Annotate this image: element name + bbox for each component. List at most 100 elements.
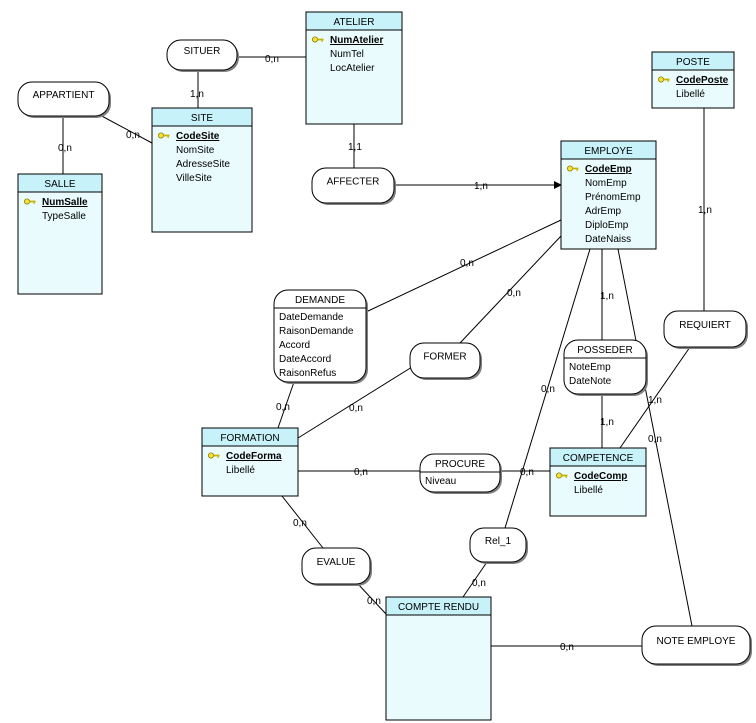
- entity-attribute: NumTel: [330, 49, 364, 60]
- key-icon: [556, 472, 568, 479]
- relation-body: [301, 547, 371, 585]
- cardinalities-layer: 0,n1,n0,n0,n1,11,n0,n0,n0,n0,n1,n1,n1,n1…: [58, 54, 712, 653]
- cardinality-former-employe: 0,n: [507, 288, 521, 299]
- entity-title: SITE: [191, 113, 214, 124]
- entity-identifier: CodeForma: [226, 451, 282, 462]
- entity-attribute: DiploEmp: [585, 220, 629, 231]
- cardinality-note-competence: 0,n: [648, 434, 662, 445]
- entity-salle-body: [17, 173, 103, 295]
- relation-title: PROCURE: [435, 459, 485, 470]
- relation-attribute: RaisonDemande: [279, 326, 354, 337]
- entity-attribute: Libellé: [676, 89, 705, 100]
- entity-site-body: [151, 107, 253, 233]
- relation-attribute: RaisonRefus: [279, 368, 336, 379]
- cardinality-appartient-site: 0,n: [126, 130, 140, 141]
- relation-former[interactable]: FORMER: [409, 342, 482, 380]
- entity-attribute: NomSite: [176, 145, 215, 156]
- relation-body: [663, 310, 747, 348]
- relation-rel_1[interactable]: Rel_1: [469, 527, 528, 564]
- cardinality-posseder-competence: 1,n: [600, 417, 614, 428]
- link-appartient-site: [97, 113, 153, 144]
- entity-title: EMPLOYE: [584, 146, 633, 157]
- relation-title: EVALUE: [317, 557, 356, 568]
- relation-body: [17, 81, 110, 117]
- entity-identifier: CodePoste: [676, 75, 729, 86]
- entity-compte_rendu[interactable]: COMPTE RENDU: [385, 596, 492, 721]
- cardinality-affecter-atelier: 1,1: [348, 142, 362, 153]
- entity-attribute: DateNaiss: [585, 234, 631, 245]
- relation-attribute: DateNote: [569, 376, 612, 387]
- relation-title: FORMER: [423, 352, 466, 363]
- link-former-formation: [297, 366, 413, 439]
- cardinality-note-compte: 0,n: [560, 642, 574, 653]
- key-icon: [23, 198, 36, 205]
- relation-title: DEMANDE: [295, 295, 345, 306]
- entity-poste-header: [651, 51, 735, 71]
- entity-attribute: Libellé: [226, 465, 255, 476]
- relation-evalue[interactable]: EVALUE: [301, 547, 372, 586]
- entity-title: COMPETENCE: [563, 453, 634, 464]
- cardinality-situer-site: 1,n: [190, 89, 204, 100]
- relation-title: Rel_1: [485, 536, 512, 547]
- relation-body: [166, 39, 238, 71]
- key-icon: [658, 76, 670, 83]
- cardinality-procure-competence: 0,n: [520, 467, 534, 478]
- cardinality-rel1-employe: 0,n: [541, 384, 555, 395]
- cardinality-affecter-employe: 1,n: [474, 181, 488, 192]
- relation-attribute: DateAccord: [279, 354, 331, 365]
- entity-identifier: CodeComp: [574, 471, 627, 482]
- key-icon: [207, 452, 220, 459]
- cardinality-procure-formation: 0,n: [354, 467, 368, 478]
- link-evalue-compte: [357, 583, 387, 615]
- relation-demande[interactable]: DEMANDEDateDemandeRaisonDemandeAccordDat…: [273, 289, 368, 384]
- entity-attribute: NomEmp: [585, 178, 627, 189]
- link-former-employe: [459, 235, 562, 344]
- relation-title: AFFECTER: [327, 177, 380, 188]
- entity-compte_rendu-body: [385, 596, 492, 721]
- relation-affecter[interactable]: AFFECTER: [311, 167, 396, 205]
- entity-attribute: TypeSalle: [42, 211, 86, 222]
- entity-title: POSTE: [676, 57, 710, 68]
- cardinality-demande-employe: 0,n: [460, 258, 474, 269]
- entity-compte_rendu-header: [385, 596, 492, 616]
- cardinality-situer-atelier: 0,n: [265, 54, 279, 65]
- entity-attribute: Libellé: [574, 485, 603, 496]
- entity-attribute: AdresseSite: [176, 159, 230, 170]
- entity-title: COMPTE RENDU: [398, 602, 479, 613]
- key-icon: [311, 36, 324, 43]
- nodes-layer: ATELIERNumAtelierNumTelLocAtelierSITECod…: [17, 11, 752, 721]
- relation-body: [409, 342, 481, 379]
- relation-situer[interactable]: SITUER: [166, 39, 239, 72]
- link-note-competence: [617, 248, 693, 627]
- relation-appartient[interactable]: APPARTIENT: [17, 81, 111, 118]
- relation-body: [641, 625, 751, 665]
- entity-atelier-header: [305, 11, 403, 31]
- cardinality-evalue-compte: 0,n: [367, 596, 381, 607]
- cardinality-evalue-formation: 0,n: [293, 518, 307, 529]
- entity-identifier: CodeSite: [176, 131, 220, 142]
- entity-attribute: PrénomEmp: [585, 192, 641, 203]
- link-rel1-compte: [462, 561, 488, 598]
- relation-title: NOTE EMPLOYE: [657, 636, 736, 647]
- entity-identifier: NumAtelier: [330, 35, 383, 46]
- entity-attribute: AdrEmp: [585, 206, 622, 217]
- relation-title: APPARTIENT: [33, 90, 95, 101]
- relation-attribute: DateDemande: [279, 312, 344, 323]
- relation-requiert[interactable]: REQUIERT: [663, 310, 748, 349]
- entity-attribute: VilleSite: [176, 173, 212, 184]
- entity-identifier: CodeEmp: [585, 164, 632, 175]
- relation-title: POSSEDER: [577, 345, 633, 356]
- cardinality-appartient-salle: 0,n: [58, 143, 72, 154]
- entity-employe[interactable]: EMPLOYE CodeEmpNomEmpPrénomEmpAdrEmpDiplo…: [560, 140, 657, 250]
- entity-identifier: NumSalle: [42, 197, 88, 208]
- relation-note_employe[interactable]: NOTE EMPLOYE: [641, 625, 752, 666]
- cardinality-rel1-compte: 0,n: [472, 578, 486, 589]
